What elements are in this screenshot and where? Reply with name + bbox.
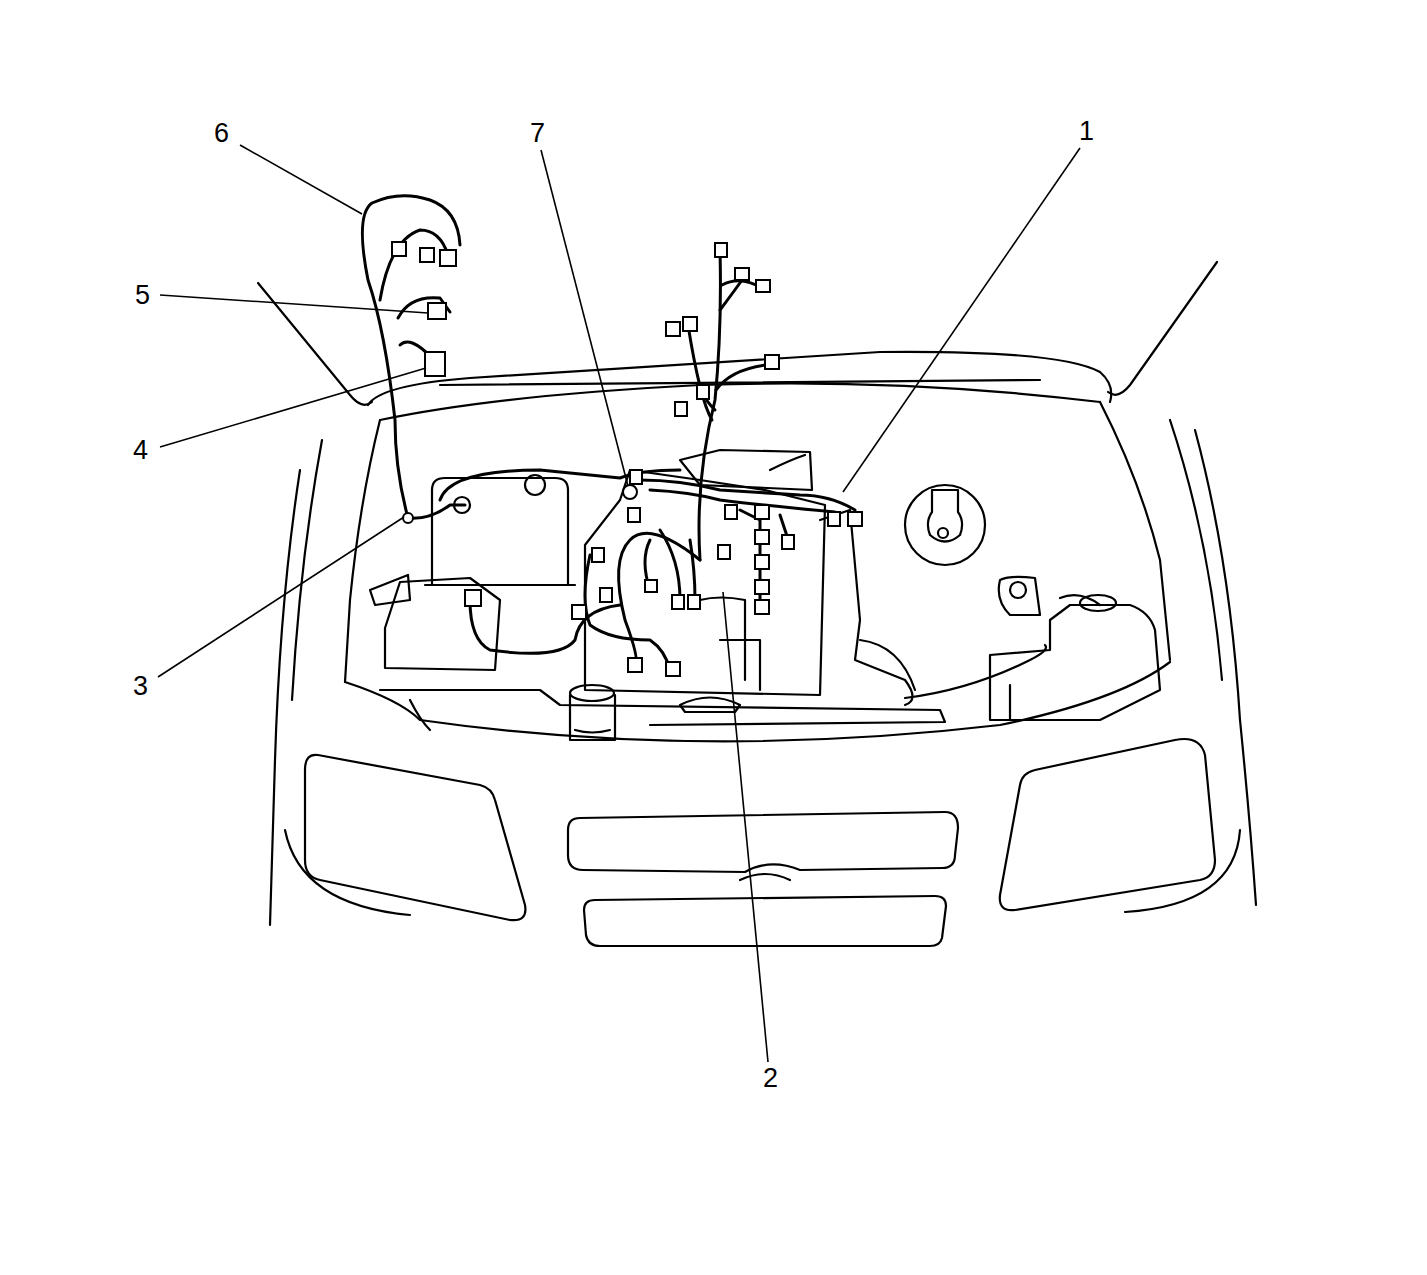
callout-number: 7	[530, 120, 545, 147]
callout-number: 6	[214, 120, 229, 147]
callout-number: 4	[133, 437, 148, 464]
callout-number: 3	[133, 673, 148, 700]
callout-number: 1	[1079, 118, 1094, 145]
callout-number: 2	[763, 1065, 778, 1092]
callout-number: 5	[135, 282, 150, 309]
